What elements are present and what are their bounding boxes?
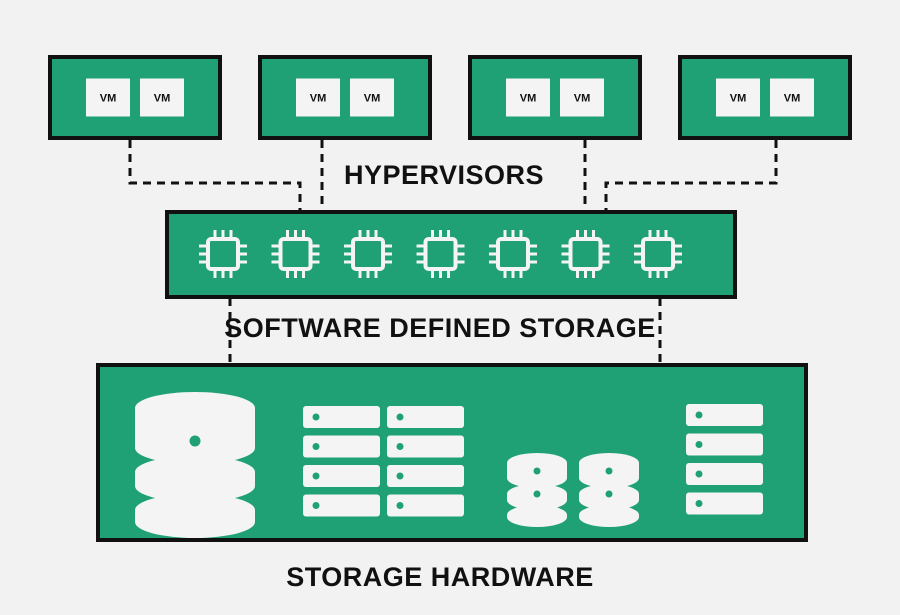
host-box xyxy=(468,55,642,140)
disk-led xyxy=(533,490,541,498)
chip-body xyxy=(278,237,313,271)
disk-layer xyxy=(579,505,639,527)
host-box xyxy=(678,55,852,140)
rack-unit xyxy=(303,406,380,428)
cpu-chip-icon xyxy=(416,230,465,278)
processor-row xyxy=(199,230,682,278)
server-rack-icon xyxy=(686,404,763,515)
chip-body xyxy=(568,237,603,271)
rack-led xyxy=(695,441,703,448)
rack-unit xyxy=(387,494,464,517)
chip-body xyxy=(351,237,385,271)
rack-unit xyxy=(303,494,380,517)
rack-led xyxy=(312,443,320,450)
rack-led xyxy=(396,443,404,450)
vm-box xyxy=(140,78,184,117)
software-defined-storage-layer xyxy=(165,210,737,299)
vm-box xyxy=(296,78,340,117)
cpu-chip-icon xyxy=(344,230,392,278)
vm-label: VM xyxy=(784,93,801,105)
disk-layer xyxy=(135,494,255,538)
vm-label: VM xyxy=(730,93,747,105)
database-icon xyxy=(135,392,255,538)
rack-unit xyxy=(303,465,380,487)
software-defined-storage-label: SOFTWARE DEFINED STORAGE xyxy=(224,313,656,343)
vm-box xyxy=(506,78,550,117)
rack-unit xyxy=(303,435,380,458)
rack-unit xyxy=(686,404,763,426)
vm-label: VM xyxy=(574,93,591,105)
hypervisor-host: VM VM xyxy=(678,55,852,140)
chip-body xyxy=(641,237,675,271)
storage-hardware-label: STORAGE HARDWARE xyxy=(286,562,594,592)
vm-label: VM xyxy=(100,93,117,105)
vm-label: VM xyxy=(154,93,171,105)
disk-layer xyxy=(507,505,567,527)
server-rack-icon xyxy=(303,406,380,517)
rack-led xyxy=(312,502,320,509)
cpu-chip-icon xyxy=(199,230,247,278)
vm-box xyxy=(350,78,394,117)
rack-unit xyxy=(387,406,464,428)
rack-led xyxy=(695,500,703,507)
cpu-chip-icon xyxy=(561,230,610,278)
vm-box xyxy=(770,78,814,117)
rack-led xyxy=(312,472,320,480)
disk-layer xyxy=(135,456,255,502)
hypervisor-hosts: VM VM VM VM VM VM VM VM xyxy=(48,55,852,140)
rack-unit xyxy=(686,492,763,515)
chip-body xyxy=(423,237,458,271)
vm-box xyxy=(716,78,760,117)
rack-led xyxy=(396,502,404,509)
disk-led xyxy=(533,467,541,475)
rack-unit xyxy=(387,435,464,458)
disk-led xyxy=(605,467,613,475)
disk-layer xyxy=(135,392,255,464)
server-rack-icon xyxy=(387,406,464,517)
rack-unit xyxy=(387,465,464,487)
host-box xyxy=(48,55,222,140)
database-icon xyxy=(507,453,567,527)
connectors xyxy=(128,140,778,365)
host-box xyxy=(258,55,432,140)
cpu-chip-icon xyxy=(489,230,537,278)
vm-label: VM xyxy=(310,93,327,105)
hypervisor-host: VM VM xyxy=(468,55,642,140)
rack-led xyxy=(396,472,404,480)
chip-body xyxy=(496,237,530,271)
disk-led xyxy=(189,435,201,447)
cpu-chip-icon xyxy=(271,230,320,278)
vm-box xyxy=(86,78,130,117)
database-icon xyxy=(579,453,639,527)
hypervisors-label: HYPERVISORS xyxy=(343,160,545,190)
hypervisor-host: VM VM xyxy=(48,55,222,140)
vm-label: VM xyxy=(364,93,381,105)
hypervisor-host: VM VM xyxy=(258,55,432,140)
cpu-chip-icon xyxy=(634,230,682,278)
rack-led xyxy=(312,413,320,421)
rack-unit xyxy=(686,463,763,485)
vm-box xyxy=(560,78,604,117)
rack-led xyxy=(695,411,703,419)
storage-devices xyxy=(135,392,763,538)
rack-unit xyxy=(686,433,763,456)
connector-host-4 xyxy=(604,140,778,212)
vm-label: VM xyxy=(520,93,537,105)
chip-body xyxy=(206,237,240,271)
rack-led xyxy=(396,413,404,421)
connector-host-1 xyxy=(128,140,302,212)
disk-led xyxy=(605,490,613,498)
rack-led xyxy=(695,470,703,478)
